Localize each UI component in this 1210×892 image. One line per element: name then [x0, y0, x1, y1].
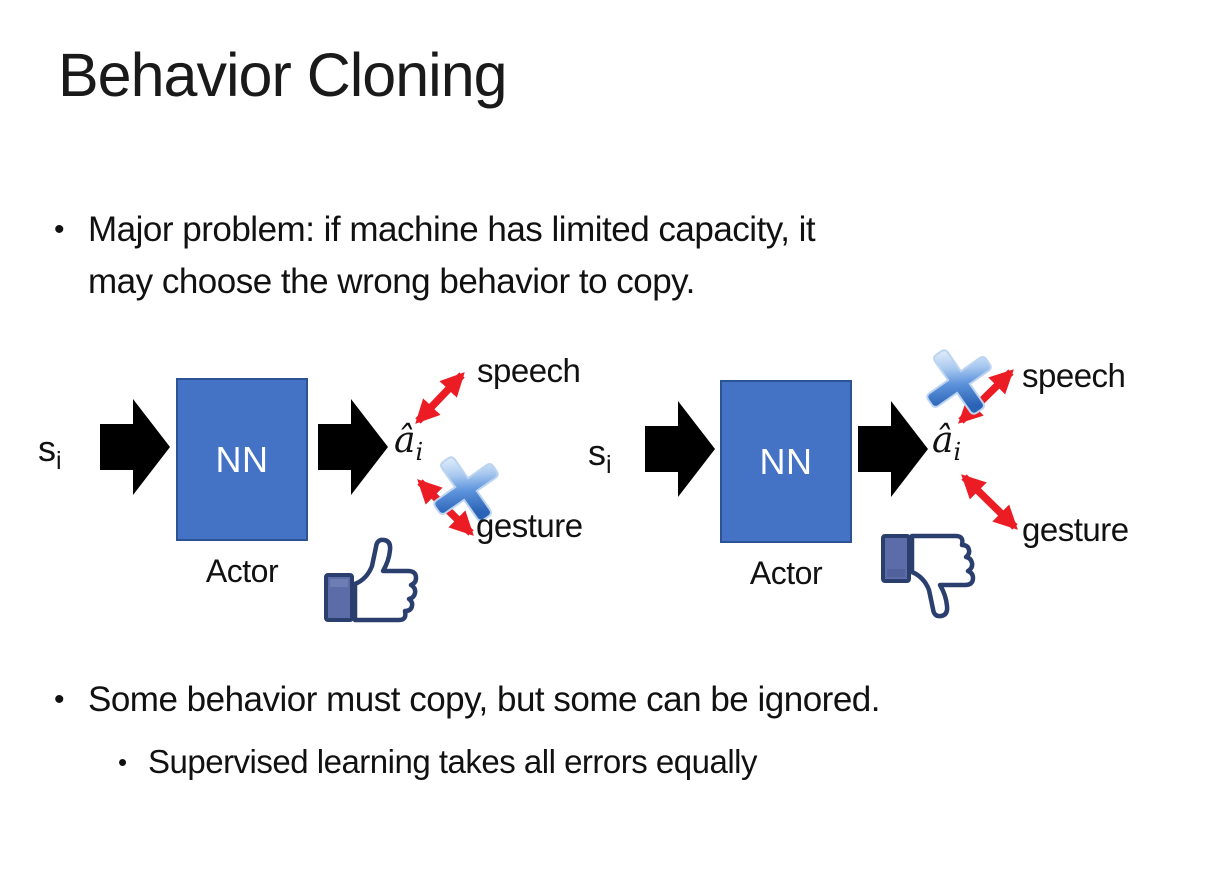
nn-label: NN [215, 438, 269, 480]
state-symbol: s [38, 428, 56, 469]
bullet-text: Some behavior must copy, but some can be… [88, 680, 880, 719]
bullet-text-line1: Major problem: if machine has limited ca… [88, 210, 816, 249]
input-arrow-right [645, 401, 715, 497]
nn-box-left: NN [176, 378, 308, 541]
speech-arrow-left [415, 372, 465, 424]
nn-box-right: NN [720, 380, 852, 543]
actor-label-left: Actor [205, 553, 279, 589]
input-arrow-left [100, 399, 170, 495]
bullet-marker: • [54, 683, 65, 716]
action-output-right: âi [932, 420, 961, 464]
state-label-right: si [588, 432, 612, 478]
thumbs-up-icon [324, 537, 419, 623]
speech-label-right: speech [1022, 357, 1126, 394]
bullet-major-problem: • Major problem: if machine has limited … [54, 204, 816, 308]
gesture-label-right: gesture [1022, 511, 1129, 548]
bullet-supervised-learning: • Supervised learning takes all errors e… [118, 738, 758, 786]
bullet-text-line2: may choose the wrong behavior to copy. [88, 262, 695, 301]
action-symbol: â [394, 420, 416, 461]
action-subscript: i [415, 438, 424, 466]
cross-icon-right [926, 349, 992, 415]
state-subscript: i [606, 451, 612, 479]
speech-arrow-right [958, 369, 1014, 424]
gesture-label-left: gesture [476, 507, 583, 544]
nn-label: NN [759, 440, 813, 482]
output-arrow-left [318, 399, 388, 495]
output-arrow-right [858, 401, 928, 497]
bullet-some-behavior: • Some behavior must copy, but some can … [54, 674, 880, 726]
action-subscript: i [953, 438, 962, 466]
state-subscript: i [56, 447, 62, 475]
bullet-marker: • [118, 747, 128, 777]
bullet-text: Supervised learning takes all errors equ… [148, 743, 758, 780]
thumbs-down-icon [881, 533, 976, 619]
state-label-left: si [38, 428, 62, 474]
slide-title: Behavior Cloning [58, 41, 508, 109]
action-output-left: âi [394, 420, 423, 464]
state-symbol: s [588, 432, 606, 473]
gesture-arrow-right [961, 474, 1018, 530]
gesture-arrow-left [417, 479, 474, 536]
bullet-marker: • [54, 213, 65, 246]
action-symbol: â [932, 420, 954, 461]
actor-label-right: Actor [749, 555, 823, 591]
speech-label-left: speech [477, 352, 581, 389]
